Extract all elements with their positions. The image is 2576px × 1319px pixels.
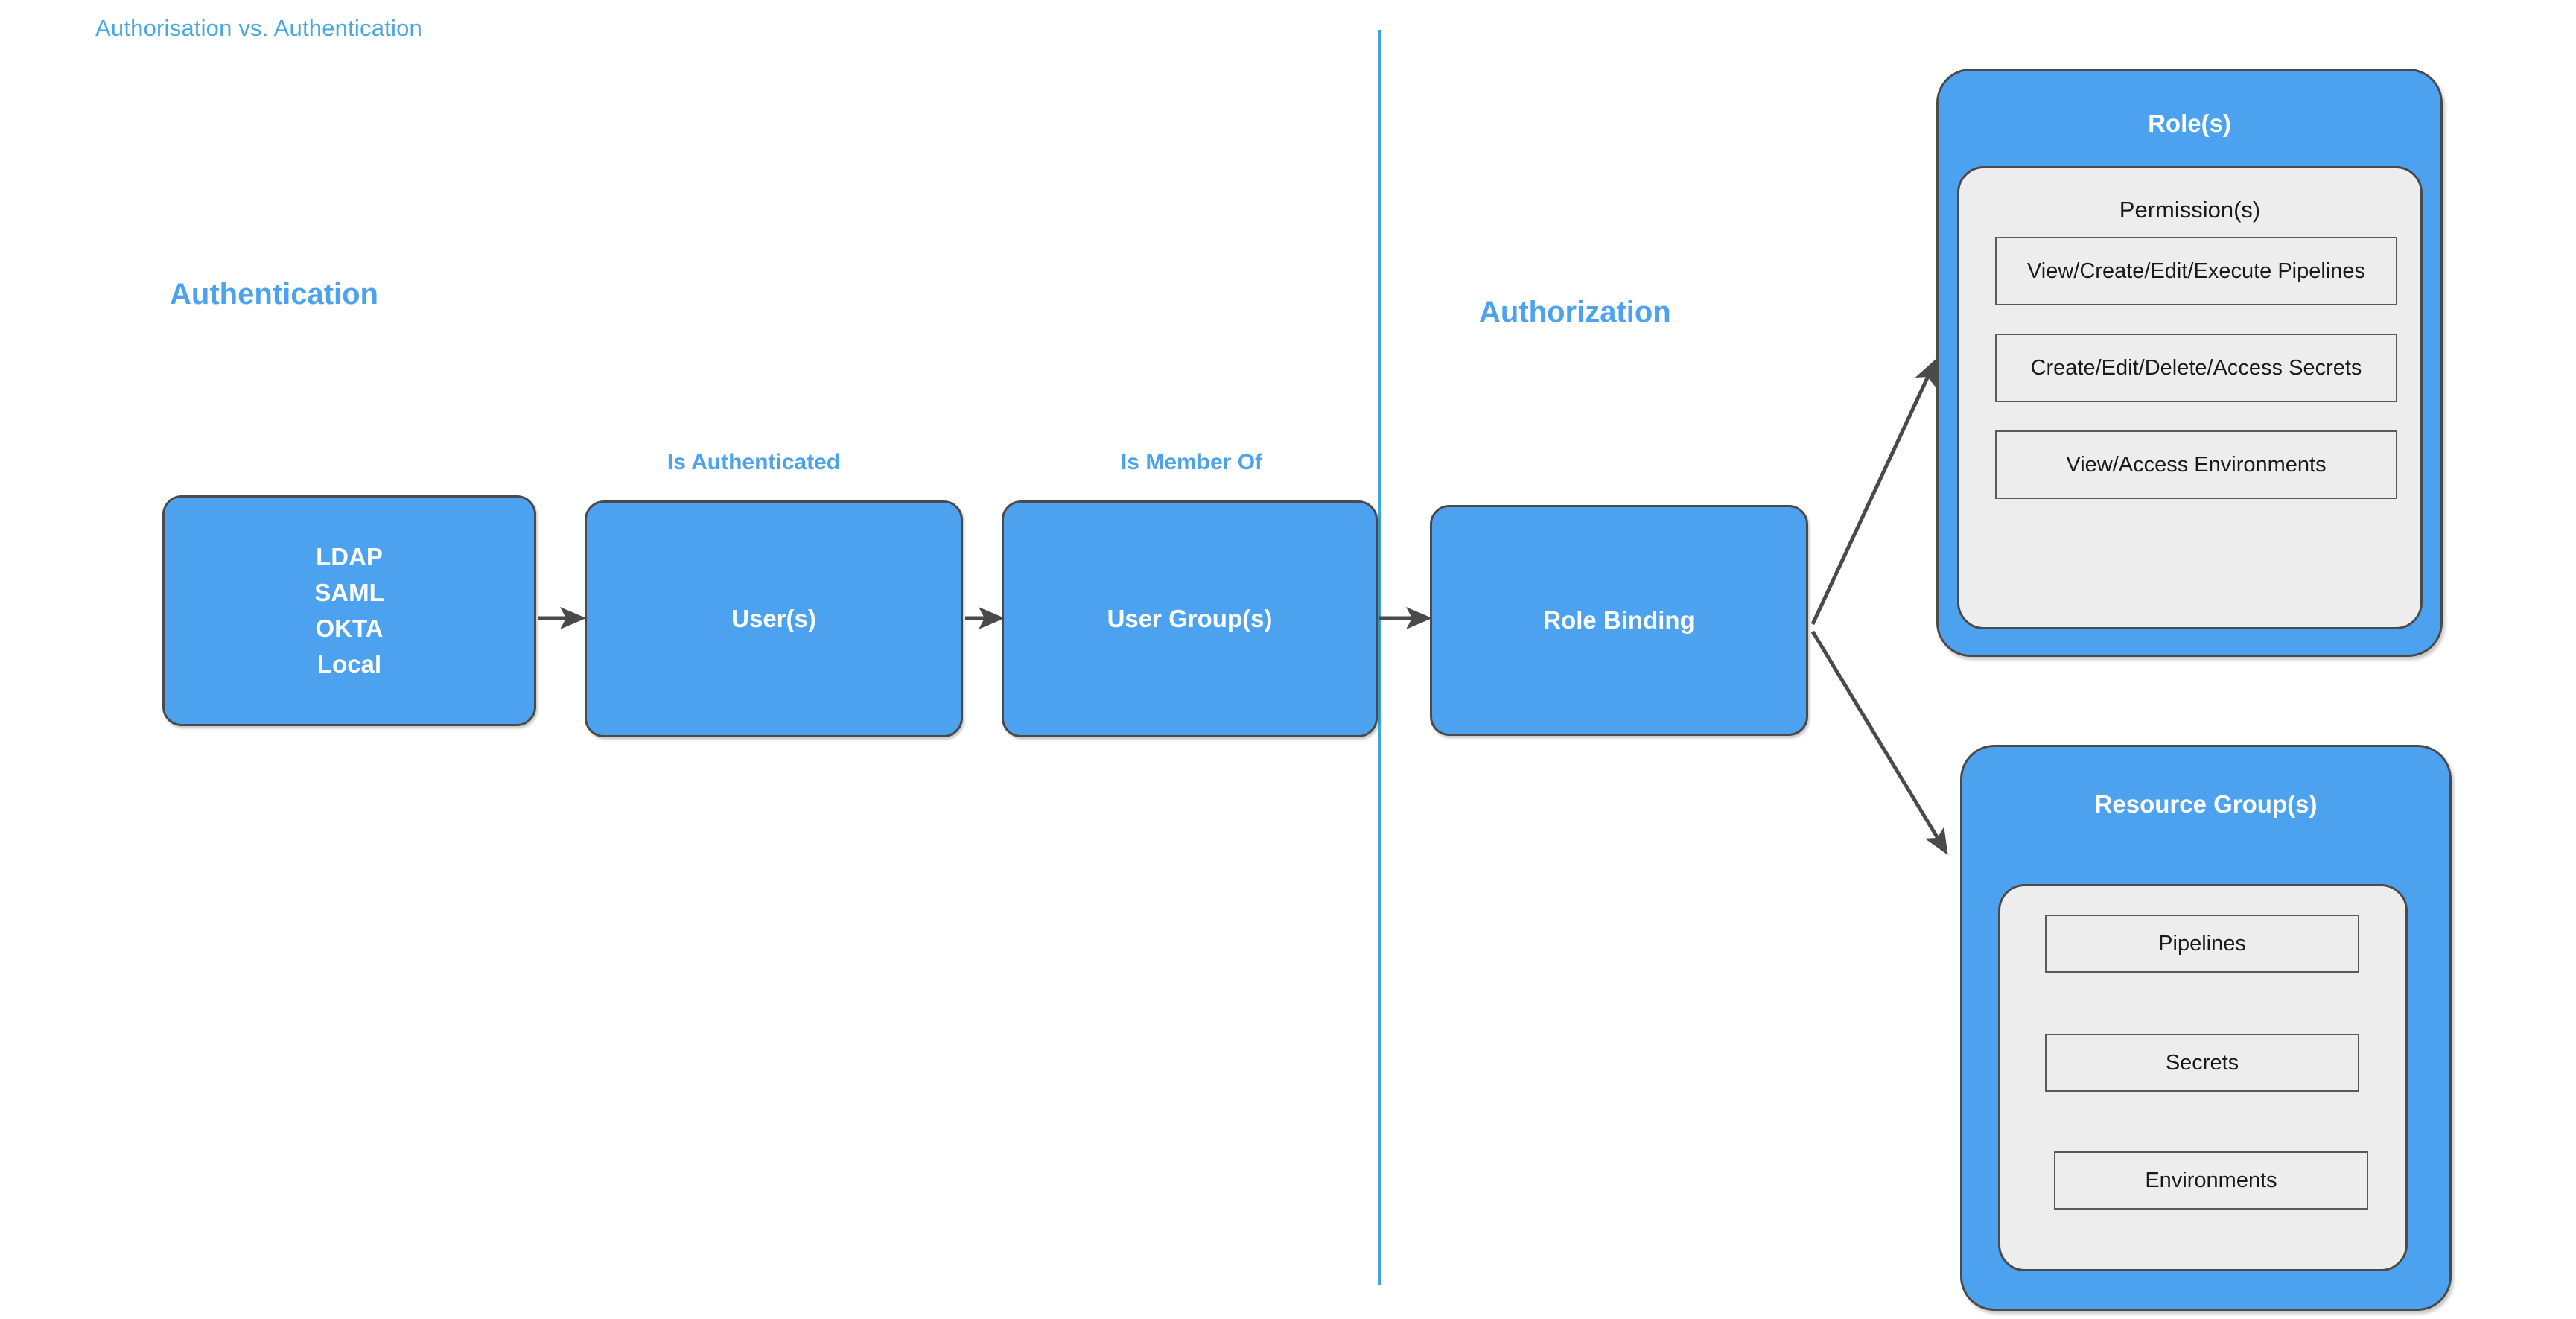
roles-card[interactable]: Role(s) Permission(s) View/Create/Edit/E…: [1936, 69, 2443, 657]
flow-box-role-binding[interactable]: Role Binding: [1430, 505, 1808, 736]
roles-card-title: Role(s): [2148, 109, 2231, 137]
page-title: Authorisation vs. Authentication: [95, 15, 422, 41]
authentication-heading: Authentication: [170, 278, 378, 311]
flow-box-users[interactable]: User(s): [585, 500, 963, 737]
flow-box-role-binding-label: Role Binding: [1543, 606, 1695, 635]
identity-provider-local: Local: [317, 649, 382, 678]
identity-provider-saml: SAML: [314, 579, 384, 607]
flow-box-user-groups-label: User Group(s): [1107, 605, 1273, 633]
edge-label-is-member-of: Is Member Of: [1120, 450, 1263, 474]
flow-box-user-groups[interactable]: User Group(s): [1002, 500, 1378, 737]
resource-groups-card[interactable]: Resource Group(s) Pipelines Secrets Envi…: [1960, 745, 2452, 1311]
edge-label-is-authenticated: Is Authenticated: [667, 450, 841, 474]
authorization-heading: Authorization: [1479, 296, 1671, 328]
identity-provider-list: LDAP SAML OKTA Local: [314, 539, 384, 681]
resource-groups-card-title: Resource Group(s): [2094, 790, 2318, 818]
identity-provider-ldap: LDAP: [316, 543, 383, 571]
flow-box-users-label: User(s): [731, 605, 816, 633]
resource-item-environments[interactable]: Environments: [2054, 1151, 2368, 1210]
arrow-branch-up-icon-role-binding-to-roles: [1810, 358, 1936, 626]
arrow-branch-down-icon-role-binding-to-resource-groups: [1810, 630, 1948, 855]
permission-item-secrets[interactable]: Create/Edit/Delete/Access Secrets: [1995, 334, 2397, 402]
permission-item-environments[interactable]: View/Access Environments: [1995, 430, 2397, 499]
vertical-divider-icon: [1378, 30, 1381, 1285]
resource-item-pipelines[interactable]: Pipelines: [2045, 915, 2359, 973]
resources-panel: Pipelines Secrets Environments: [1998, 884, 2408, 1271]
permission-item-pipelines[interactable]: View/Create/Edit/Execute Pipelines: [1995, 237, 2397, 305]
identity-provider-okta: OKTA: [315, 614, 384, 642]
flow-box-identity-providers[interactable]: LDAP SAML OKTA Local: [162, 495, 536, 726]
permissions-panel: Permission(s) View/Create/Edit/Execute P…: [1957, 166, 2423, 629]
resource-item-secrets[interactable]: Secrets: [2045, 1034, 2359, 1092]
permissions-panel-title: Permission(s): [2119, 197, 2261, 223]
